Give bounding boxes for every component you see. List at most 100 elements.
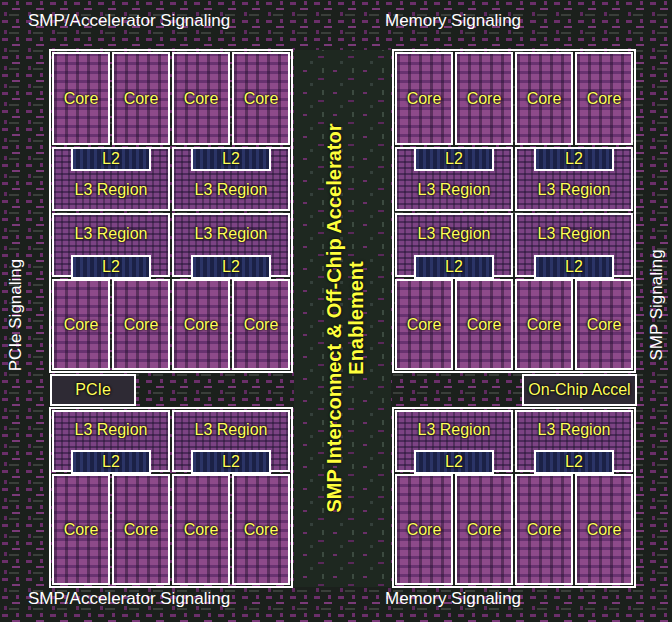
cache-label: L2: [445, 258, 463, 276]
cache-label: L2: [222, 150, 240, 168]
core-block: Core: [395, 474, 453, 585]
core-label: Core: [184, 316, 219, 334]
unit-label: PCIe: [75, 381, 111, 399]
l2-cache: L2: [191, 255, 271, 279]
l3-cache-region: L3 RegionL2: [52, 410, 170, 472]
core-block: Core: [395, 52, 453, 145]
core-block: Core: [112, 52, 170, 145]
cache-label: L3 Region: [75, 181, 148, 199]
core-block: Core: [232, 52, 290, 145]
cache-label: L2: [445, 150, 463, 168]
core-label: Core: [587, 316, 622, 334]
cache-label: L3 Region: [195, 421, 268, 439]
cache-label: L2: [102, 150, 120, 168]
core-block: Core: [172, 279, 230, 370]
l2-cache: L2: [71, 450, 151, 474]
l2-cache: L2: [191, 450, 271, 474]
quadrant-outline: [50, 50, 292, 372]
core-block: Core: [172, 474, 230, 585]
signaling-label: PCIe Signaling: [7, 259, 26, 371]
core-label: Core: [467, 521, 502, 539]
core-block: Core: [232, 474, 290, 585]
cache-label: L2: [565, 150, 583, 168]
core-block: Core: [455, 474, 513, 585]
l3-cache-region: L3 RegionL2: [52, 213, 170, 277]
l2-cache: L2: [534, 255, 614, 279]
cache-label: L3 Region: [538, 421, 611, 439]
l2-cache: L2: [71, 255, 151, 279]
cache-label: L3 Region: [538, 181, 611, 199]
cache-label: L2: [565, 258, 583, 276]
core-label: Core: [527, 316, 562, 334]
core-label: Core: [467, 90, 502, 108]
core-block: Core: [112, 474, 170, 585]
l3-cache-region: L3 RegionL2: [172, 213, 290, 277]
core-label: Core: [184, 90, 219, 108]
core-block: Core: [575, 279, 633, 370]
cache-label: L3 Region: [75, 421, 148, 439]
l2-cache: L2: [191, 147, 271, 171]
signaling-label: SMP Signaling: [648, 249, 667, 360]
l3-cache-region: L3 Region L2: [395, 147, 513, 211]
cache-label: L2: [445, 453, 463, 471]
quadrant-outline: [50, 408, 292, 587]
core-block: Core: [515, 474, 573, 585]
core-block: Core: [52, 52, 110, 145]
quadrant-outline: [393, 408, 635, 587]
l3-cache-region: L3 Region L2: [172, 147, 290, 211]
l3-cache-region: L3 RegionL2: [515, 213, 633, 277]
cache-label: L2: [102, 258, 120, 276]
core-label: Core: [184, 521, 219, 539]
core-label: Core: [527, 90, 562, 108]
core-block: Core: [575, 52, 633, 145]
l3-cache-region: L3 RegionL2: [395, 213, 513, 277]
core-label: Core: [124, 90, 159, 108]
core-label: Core: [124, 521, 159, 539]
cache-label: L3 Region: [538, 225, 611, 243]
cache-label: L2: [222, 258, 240, 276]
core-block: Core: [515, 279, 573, 370]
core-label: Core: [64, 90, 99, 108]
interconnect-label: SMP Interconnect & Off-Chip Accelerator …: [323, 98, 367, 538]
core-label: Core: [527, 521, 562, 539]
l2-cache: L2: [534, 147, 614, 171]
core-block: Core: [232, 279, 290, 370]
core-label: Core: [407, 90, 442, 108]
cache-label: L3 Region: [195, 181, 268, 199]
core-block: Core: [52, 279, 110, 370]
cache-label: L3 Region: [195, 225, 268, 243]
l3-cache-region: L3 Region L2: [515, 147, 633, 211]
core-label: Core: [407, 316, 442, 334]
core-block: Core: [395, 279, 453, 370]
cache-label: L3 Region: [418, 225, 491, 243]
core-block: Core: [455, 279, 513, 370]
core-block: Core: [52, 474, 110, 585]
cache-label: L2: [565, 453, 583, 471]
unit-block: On-Chip Accel: [522, 374, 637, 406]
core-label: Core: [244, 316, 279, 334]
l3-cache-region: L3 RegionL2: [515, 410, 633, 472]
l2-cache: L2: [414, 147, 494, 171]
core-label: Core: [407, 521, 442, 539]
core-label: Core: [64, 521, 99, 539]
core-label: Core: [64, 316, 99, 334]
core-label: Core: [244, 521, 279, 539]
l3-cache-region: L3 RegionL2: [172, 410, 290, 472]
core-label: Core: [587, 521, 622, 539]
core-block: Core: [515, 52, 573, 145]
cache-label: L3 Region: [418, 181, 491, 199]
interconnect-channel: [294, 50, 391, 587]
cache-label: L3 Region: [75, 225, 148, 243]
l2-cache: L2: [534, 450, 614, 474]
cache-label: L3 Region: [418, 421, 491, 439]
core-label: Core: [587, 90, 622, 108]
core-block: Core: [112, 279, 170, 370]
core-block: Core: [575, 474, 633, 585]
cache-label: L2: [222, 453, 240, 471]
l2-cache: L2: [71, 147, 151, 171]
l3-cache-region: L3 RegionL2: [395, 410, 513, 472]
unit-label: On-Chip Accel: [528, 381, 630, 399]
quadrant-outline: [393, 50, 635, 372]
